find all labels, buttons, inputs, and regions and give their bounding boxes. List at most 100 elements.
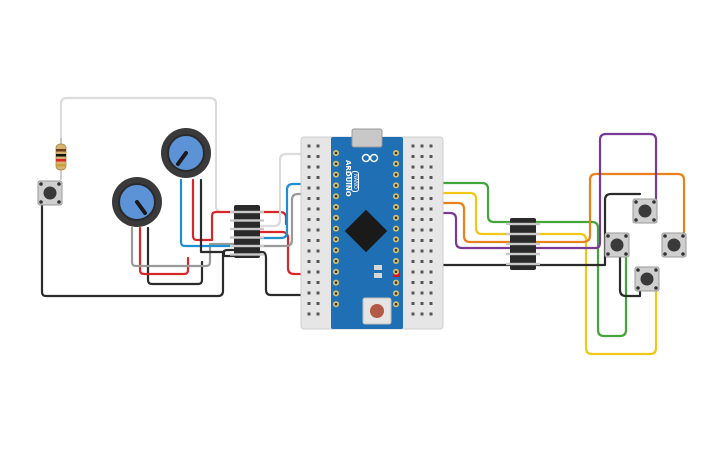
wire-purple-d: [400, 211, 514, 250]
breadboard-hole: [429, 239, 433, 242]
connector-pin: [506, 232, 540, 236]
usb-connector: [351, 128, 383, 148]
breadboard-hole: [420, 186, 424, 190]
wire-yellow-d: [400, 191, 514, 236]
breadboard-hole: [307, 281, 311, 284]
breadboard-hole: [316, 207, 320, 211]
breadboard-hole: [411, 186, 415, 190]
breadboard-hole: [316, 218, 320, 221]
connector-pin: [506, 252, 540, 256]
breadboard-hole: [429, 312, 433, 316]
wire-red-pot2: [191, 178, 238, 242]
breadboard-hole: [307, 197, 311, 200]
breadboard-holes: [307, 144, 433, 316]
breadboard-hole: [420, 239, 424, 242]
breadboard-hole: [316, 228, 320, 232]
pushbutton-down[interactable]: [634, 266, 660, 292]
breadboard-hole: [420, 207, 424, 211]
resistor-icon: [55, 138, 67, 180]
breadboard-hole: [429, 165, 433, 169]
wire-black-button-ground: [40, 204, 238, 298]
wire-blue-pot2: [179, 178, 238, 248]
breadboard-hole: [411, 144, 415, 148]
wire-green-d: [400, 181, 514, 224]
breadboard-hole: [411, 197, 415, 200]
wire-purple-c: [532, 132, 658, 250]
wire-black-right: [256, 250, 330, 297]
breadboard-hole: [316, 302, 320, 305]
breadboard-hole: [307, 186, 311, 190]
breadboard-hole: [411, 249, 415, 253]
wire-grey-right: [256, 192, 330, 248]
breadboard-hole: [307, 239, 311, 242]
wire-red-right: [256, 210, 288, 226]
wires: [40, 96, 686, 356]
breadboard-hole: [429, 218, 433, 221]
breadboard-hole: [307, 312, 311, 316]
breadboard-hole: [411, 281, 415, 284]
breadboard-hole: [411, 239, 415, 242]
breadboard-hole: [429, 228, 433, 232]
breadboard-hole: [307, 228, 311, 232]
breadboard-hole: [429, 291, 433, 295]
breadboard-hole: [429, 207, 433, 211]
smd-component: [374, 273, 382, 278]
wire-red-long: [256, 230, 330, 276]
arduino-logo-icon: [361, 153, 379, 163]
pushbutton-right[interactable]: [661, 232, 687, 258]
breadboard-hole: [307, 207, 311, 211]
breadboard-hole: [307, 155, 311, 158]
connector-pin: [506, 222, 540, 226]
breadboard-hole: [411, 218, 415, 221]
breadboard-hole: [411, 155, 415, 158]
wire-yellow-c: [532, 232, 658, 356]
breadboard-hole: [316, 186, 320, 190]
breadboard-hole: [429, 186, 433, 190]
wire-red-pot1: [138, 226, 190, 276]
connector-pin: [230, 227, 264, 231]
breadboard-hole: [429, 176, 433, 179]
breadboard-hole: [307, 218, 311, 221]
wire-black-pot1: [146, 226, 204, 286]
breadboard-hole: [429, 155, 433, 158]
breadboard-hole: [420, 197, 424, 200]
breadboard-hole: [307, 176, 311, 179]
breadboard-hole: [316, 312, 320, 316]
breadboard-hole: [316, 197, 320, 200]
wire-green-c: [532, 220, 628, 338]
wire-black-c2: [618, 246, 642, 298]
breadboard-hole: [420, 176, 424, 179]
board-pins: [333, 150, 399, 308]
breadboard-hole: [420, 218, 424, 221]
breadboard-hole: [316, 270, 320, 274]
pushbutton-left[interactable]: [37, 180, 63, 206]
breadboard-hole: [316, 144, 320, 148]
breadboard-hole: [429, 197, 433, 200]
potentiometer-icon[interactable]: [112, 177, 162, 227]
breadboard-hole: [316, 281, 320, 284]
potentiometer-icon[interactable]: [161, 128, 211, 178]
smd-component: [374, 265, 382, 270]
breadboard-hole: [420, 260, 424, 263]
breadboard-hole: [316, 165, 320, 169]
wire-black-c: [532, 192, 642, 267]
breadboard-hole: [307, 302, 311, 305]
pushbutton-up[interactable]: [632, 198, 658, 224]
wire-white-resistor-loop: [59, 96, 238, 214]
connector-left: [230, 205, 264, 258]
breadboard-hole: [420, 270, 424, 274]
breadboard-hole: [420, 155, 424, 158]
breadboard-hole: [429, 260, 433, 263]
connector-pin: [230, 219, 264, 222]
breadboard-hole: [429, 270, 433, 274]
breadboard-hole: [420, 312, 424, 316]
reset-button[interactable]: [362, 297, 392, 325]
breadboard-hole: [307, 249, 311, 253]
breadboard-hole: [429, 144, 433, 148]
pushbutton-left-cluster[interactable]: [604, 232, 630, 258]
breadboard-hole: [316, 249, 320, 253]
wire-orange-c: [532, 172, 686, 244]
breadboard-hole: [420, 249, 424, 253]
breadboard-hole: [429, 281, 433, 284]
